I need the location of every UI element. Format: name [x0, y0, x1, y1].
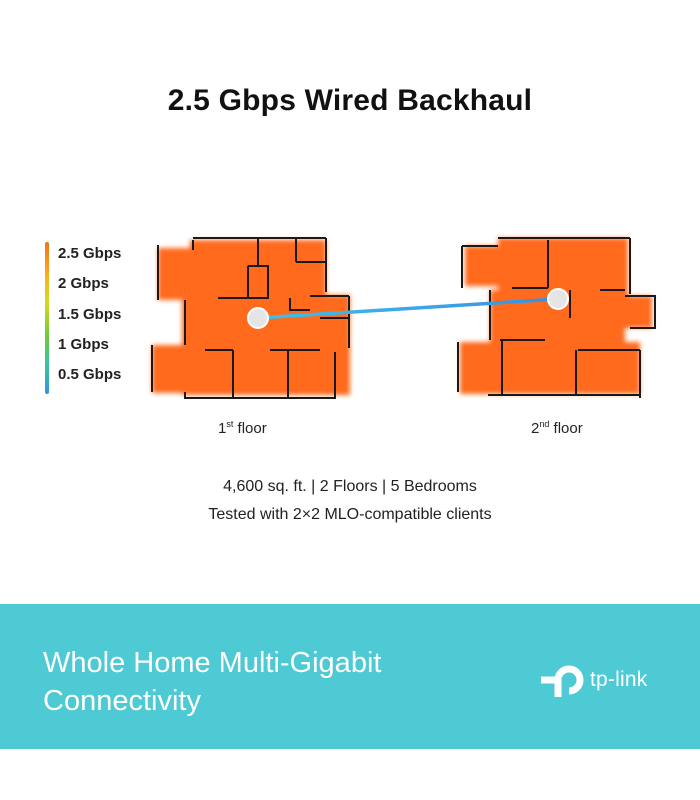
- tp-link-logo-icon: [541, 665, 584, 697]
- backhaul-link-line: [257, 297, 559, 320]
- second-floor-coverage: [460, 238, 652, 394]
- tp-link-logo: tp-link: [538, 660, 647, 700]
- second-floor-label: 2nd floor: [531, 419, 583, 437]
- first-floor-label: 1st floor: [218, 419, 267, 437]
- test-clients-text: Tested with 2×2 MLO-compatible clients: [208, 506, 492, 523]
- floorplan-illustration: [151, 237, 656, 399]
- speed-legend: 2.5 Gbps 2 Gbps 1.5 Gbps 1 Gbps 0.5 Gbps: [58, 244, 121, 395]
- banner-headline: Whole Home Multi-Gigabit Connectivity: [43, 647, 382, 717]
- home-specs-text: 4,600 sq. ft. | 2 Floors | 5 Bedrooms: [223, 478, 477, 495]
- first-floor-walls: [151, 237, 350, 399]
- legend-item: 2 Gbps: [58, 275, 109, 293]
- legend-item: 2.5 Gbps: [58, 245, 122, 262]
- page-title: 2.5 Gbps Wired Backhaul: [167, 84, 533, 117]
- second-floor-walls: [457, 237, 656, 398]
- legend-item: 1.5 Gbps: [58, 305, 122, 323]
- first-floor-router-node: [247, 307, 269, 329]
- speed-legend-gradient-bar: [45, 242, 49, 394]
- second-floor-router-node: [547, 288, 569, 310]
- legend-item: 1 Gbps: [58, 335, 109, 353]
- footer-banner: Whole Home Multi-Gigabit Connectivity tp…: [0, 604, 700, 749]
- legend-item: 0.5 Gbps: [58, 366, 122, 384]
